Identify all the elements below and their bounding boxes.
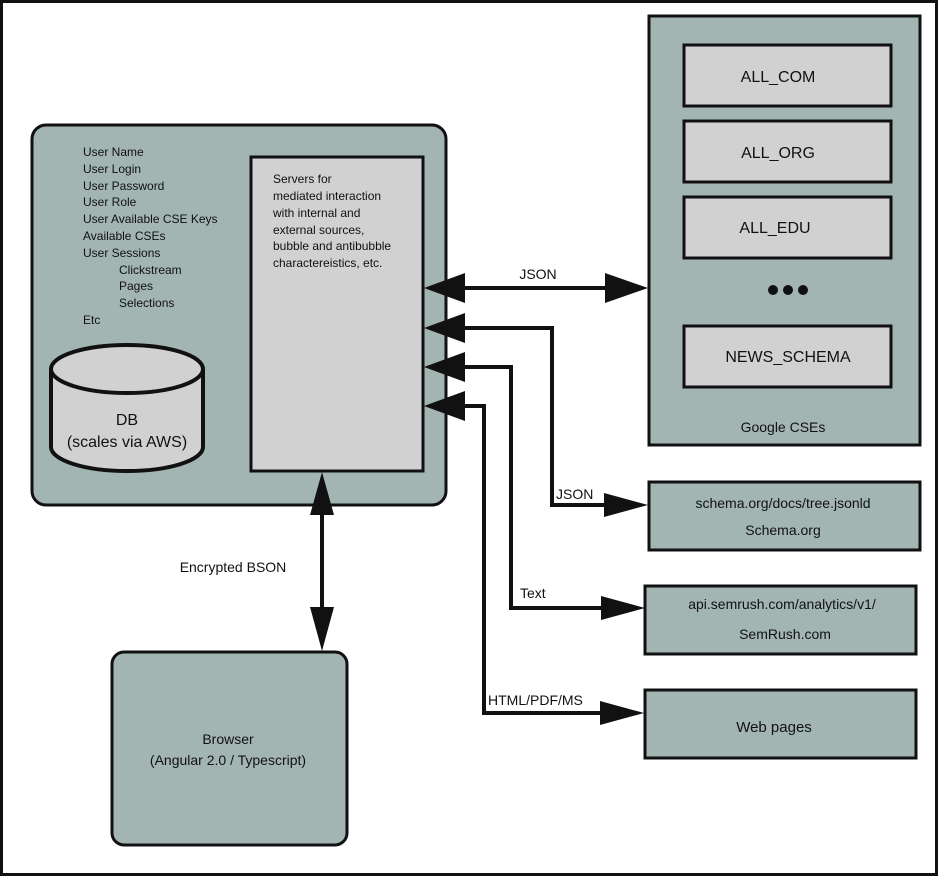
- cse-connection-label: JSON: [519, 266, 556, 282]
- arrow-left-icon: [424, 391, 465, 421]
- field-item: User Password: [83, 179, 164, 193]
- arrowheads: [310, 273, 648, 725]
- arrow-left-icon: [424, 273, 465, 303]
- arrow-right-icon: [605, 273, 648, 303]
- servers-line: charactereistics, etc.: [273, 256, 382, 270]
- cse-box: [682, 324, 893, 389]
- servers-line: Servers for: [273, 172, 332, 186]
- database-cylinder: DB (scales via AWS): [49, 343, 205, 473]
- arrow-left-icon: [424, 313, 465, 343]
- ellipsis-icon: [768, 285, 808, 295]
- arrow-left-icon: [424, 352, 465, 382]
- field-item: User Login: [83, 162, 141, 176]
- semrush-connection-label: Text: [520, 585, 546, 601]
- session-subfield: Clickstream: [119, 263, 182, 277]
- field-item: User Sessions: [83, 246, 160, 260]
- cse-box: [682, 195, 893, 260]
- cse-label: ALL_COM: [741, 69, 816, 86]
- schema-connection-label: JSON: [556, 486, 593, 502]
- session-subfield: Pages: [119, 279, 153, 293]
- servers-line: external sources,: [273, 223, 364, 237]
- semrush-connector: [440, 365, 602, 610]
- web-connector: [440, 404, 604, 715]
- semrush-name: SemRush.com: [739, 626, 831, 642]
- browser-box: [110, 650, 349, 847]
- field-item: Available CSEs: [83, 229, 166, 243]
- web-pages-label: Web pages: [736, 719, 812, 736]
- arrow-down-icon: [310, 607, 334, 651]
- web-pages-box: [643, 688, 918, 760]
- browser-connection-label: Encrypted BSON: [180, 559, 287, 575]
- semrush-url: api.semrush.com/analytics/v1/: [688, 596, 876, 612]
- browser-subtitle: (Angular 2.0 / Typescript): [150, 752, 306, 768]
- google-cses-title: Google CSEs: [741, 419, 826, 435]
- semrush-source-box: [643, 584, 918, 656]
- cse-label: ALL_EDU: [739, 220, 810, 237]
- session-subfield: Selections: [119, 296, 174, 310]
- cse-label: NEWS_SCHEMA: [725, 349, 851, 366]
- schema-url: schema.org/docs/tree.jsonld: [695, 495, 870, 511]
- db-subtitle: (scales via AWS): [67, 434, 187, 451]
- servers-line: mediated interaction: [273, 189, 381, 203]
- servers-line: with internal and: [272, 206, 360, 220]
- cse-box: [682, 119, 893, 184]
- user-fields-list: User Name User Login User Password User …: [83, 145, 218, 327]
- field-item: User Role: [83, 195, 137, 209]
- schema-connector: [440, 326, 606, 507]
- arrow-right-icon: [604, 493, 648, 517]
- db-title: DB: [116, 412, 138, 429]
- arrow-right-icon: [601, 596, 645, 620]
- schema-name: Schema.org: [745, 522, 820, 538]
- servers-description: Servers for mediated interaction with in…: [272, 172, 391, 270]
- web-connection-label: HTML/PDF/MS: [488, 692, 583, 708]
- cse-box: [682, 43, 893, 108]
- cse-label: ALL_ORG: [741, 145, 815, 162]
- etc-label: Etc: [83, 313, 100, 327]
- browser-title: Browser: [202, 731, 254, 747]
- field-item: User Name: [83, 145, 144, 159]
- servers-box: [249, 155, 425, 473]
- servers-line: bubble and antibubble: [273, 239, 391, 253]
- field-item: User Available CSE Keys: [83, 212, 218, 226]
- schema-source-box: [647, 480, 922, 552]
- arrow-up-icon: [310, 472, 334, 515]
- arrow-right-icon: [600, 701, 644, 725]
